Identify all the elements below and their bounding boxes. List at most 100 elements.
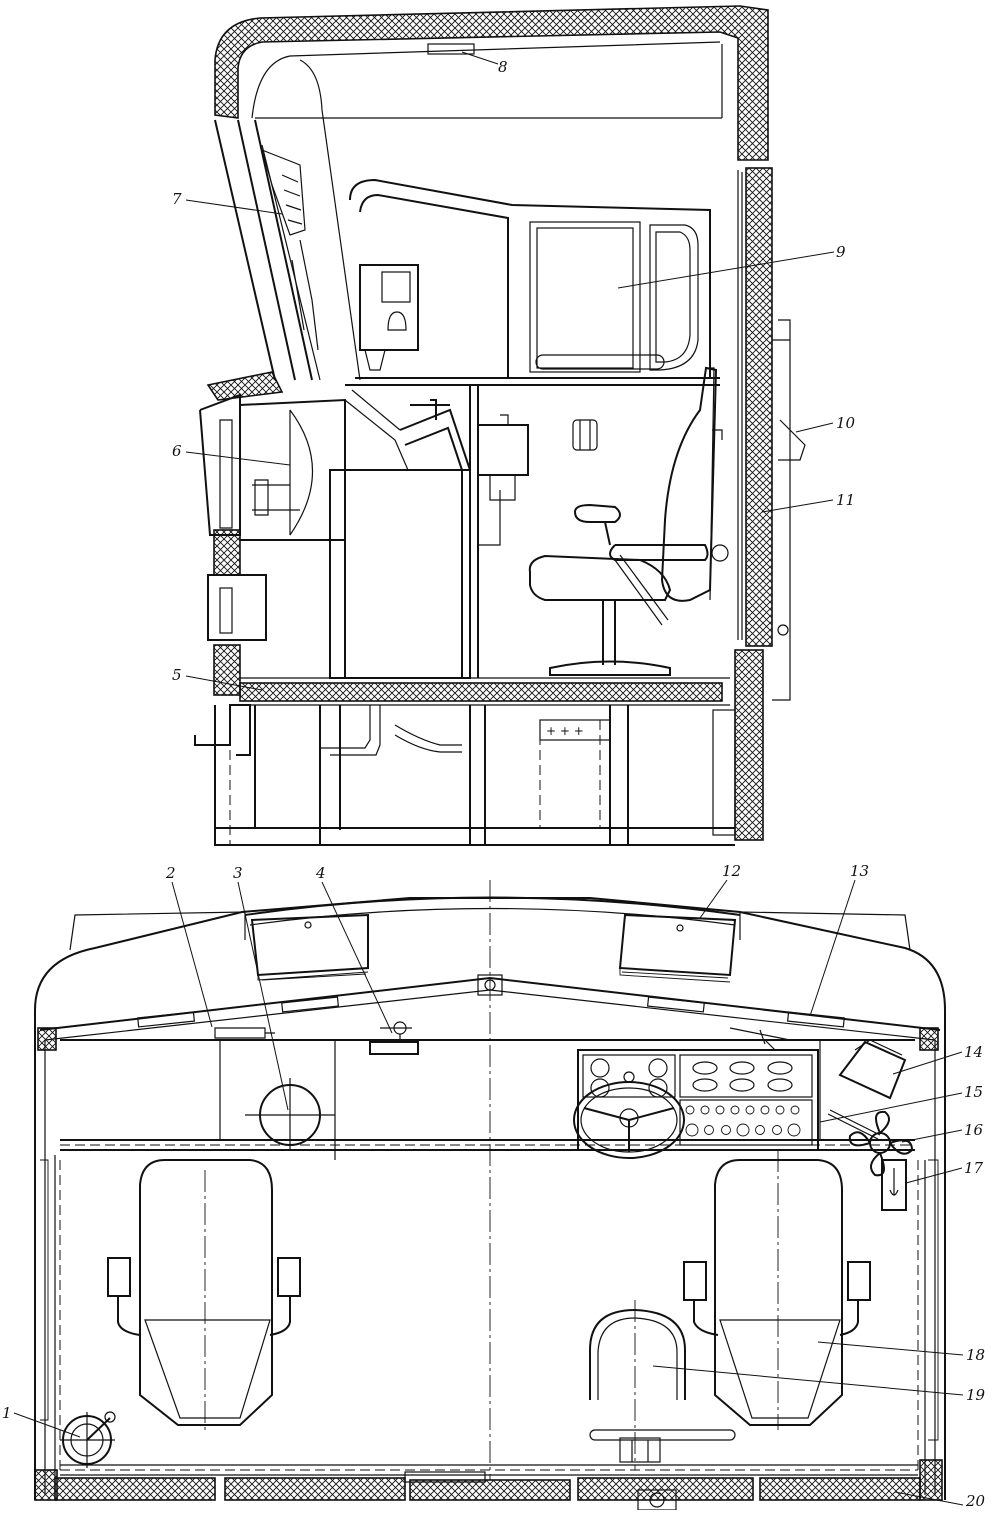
leader-14 (892, 1051, 963, 1075)
switch (760, 1105, 770, 1115)
center-seat-rail (589, 1429, 736, 1441)
visor-arm (291, 239, 319, 351)
wall-lamp (572, 419, 598, 451)
callout-12: 12 (722, 862, 741, 880)
underfloor-frame (214, 705, 735, 846)
leader-6 (185, 451, 291, 466)
indicator (767, 1078, 793, 1092)
switch (772, 1125, 782, 1135)
door-seal-right (928, 1159, 939, 1441)
cabin-lamp-stem (380, 1027, 412, 1042)
radio-box (359, 264, 419, 351)
rear-window-pane (529, 221, 641, 373)
callout-15: 15 (964, 1083, 983, 1101)
gauge-cluster-left (582, 1054, 676, 1098)
roof-vent-right-hole (676, 924, 684, 932)
heater-dial-cross (245, 1078, 335, 1150)
gear-lever-knob (104, 1411, 116, 1423)
wiper-motor (214, 1027, 275, 1039)
seat-post (602, 600, 616, 665)
steering-column (399, 399, 471, 471)
rear-wall-lower-panel (734, 649, 764, 841)
gauge (590, 1078, 610, 1098)
switch (787, 1123, 801, 1137)
left-seat-back (139, 1159, 273, 1426)
leader-4 (321, 881, 393, 1034)
indicator (692, 1061, 718, 1075)
callout-18: 18 (966, 1346, 985, 1364)
callout-3: 3 (233, 864, 243, 882)
door-seal-left (40, 1159, 49, 1421)
defroster-vent (281, 996, 340, 1013)
vent-lever (827, 1109, 881, 1140)
engine-hood (329, 469, 471, 679)
callout-labels: 1 2 3 4 5 6 7 8 9 10 11 12 13 14 15 16 1… (2, 58, 986, 1510)
center-seat-bracket (619, 1437, 661, 1463)
roof-panel (214, 5, 769, 161)
right-wiper (729, 1027, 791, 1051)
switch (736, 1123, 750, 1137)
rear-window-sill (535, 354, 665, 370)
callout-2: 2 (165, 864, 176, 882)
switch (745, 1105, 755, 1115)
rear-window-pane-inner (536, 227, 634, 369)
left-corner-post (37, 1027, 57, 1051)
right-corner-post (919, 1027, 939, 1051)
front-hatch (207, 574, 267, 641)
switch (721, 1125, 731, 1135)
roof-lamp (427, 43, 475, 55)
gauge (648, 1058, 668, 1078)
front-cowl-inner (219, 419, 233, 529)
roof-front-edge (244, 896, 741, 916)
rear-wall-frame (737, 170, 743, 640)
left-seat-armrest-r (269, 1257, 301, 1336)
seat-back (660, 366, 718, 602)
body-outline (34, 897, 946, 1500)
callout-4: 4 (315, 864, 326, 882)
leader-18 (817, 1341, 964, 1356)
battery-marks: + + + (546, 724, 584, 738)
roof-inner-frame (251, 41, 723, 119)
switch (704, 1125, 714, 1135)
rear-wall-panel (745, 167, 773, 647)
indicator (729, 1061, 755, 1075)
seat-cushion (528, 554, 672, 601)
switch-panel (679, 1099, 813, 1146)
underfloor-pipes (320, 705, 462, 756)
heater-fan (252, 409, 313, 536)
floor-panel (239, 682, 723, 702)
control-unit (477, 424, 529, 476)
gear-lever-stick (86, 1417, 111, 1441)
seat-knob (711, 544, 729, 562)
right-ear (739, 911, 911, 951)
callout-7: 7 (172, 190, 182, 208)
switch (685, 1105, 695, 1115)
step-bracket (194, 704, 251, 756)
leader-1 (13, 1412, 81, 1438)
callout-16: 16 (964, 1121, 984, 1139)
dashboard-shelf (60, 1039, 915, 1151)
rear-floor-line (60, 1464, 918, 1476)
switch (755, 1125, 765, 1135)
dashboard-dividers (219, 1040, 821, 1160)
switch (730, 1105, 740, 1115)
windshield-outer (214, 119, 313, 381)
left-ear (69, 911, 246, 951)
gear-lever (60, 1411, 116, 1468)
leader-20 (894, 1491, 964, 1506)
steering-spokes (583, 1107, 675, 1152)
callout-20: 20 (965, 1492, 986, 1510)
right-seat-cushion (719, 1319, 841, 1419)
wall-lamp-ribs (579, 420, 591, 450)
fan-blades (848, 1110, 914, 1177)
callout-17: 17 (964, 1159, 984, 1177)
defroster-vent (786, 1011, 845, 1028)
right-seat-armrest-r (839, 1261, 871, 1336)
underfloor-bracket (712, 709, 736, 836)
rear-ins-segment (759, 1477, 921, 1501)
rear-window (349, 178, 711, 378)
callout-9: 9 (836, 243, 846, 261)
roof-vent-right (618, 913, 737, 977)
leader-7 (185, 199, 283, 215)
